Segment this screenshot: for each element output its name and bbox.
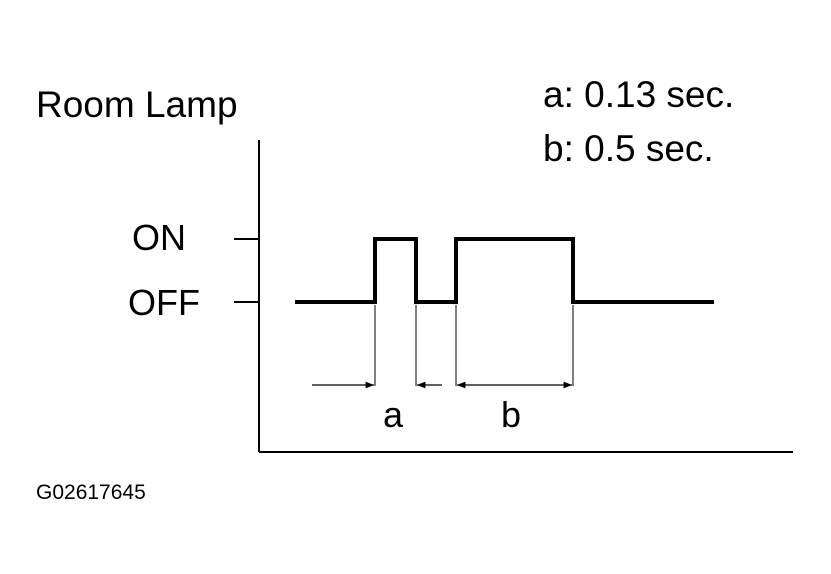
legend-interval-a: a: 0.13 sec. <box>543 74 735 115</box>
level-label-on: ON <box>132 217 186 258</box>
diagram-title: Room Lamp <box>36 84 238 125</box>
level-label-off: OFF <box>128 282 200 323</box>
interval-label-b: b <box>501 394 522 435</box>
figure-id: G02617645 <box>36 481 146 504</box>
interval-label-a: a <box>383 394 404 435</box>
legend-interval-b: b: 0.5 sec. <box>543 128 714 169</box>
signal-waveform <box>295 237 714 304</box>
